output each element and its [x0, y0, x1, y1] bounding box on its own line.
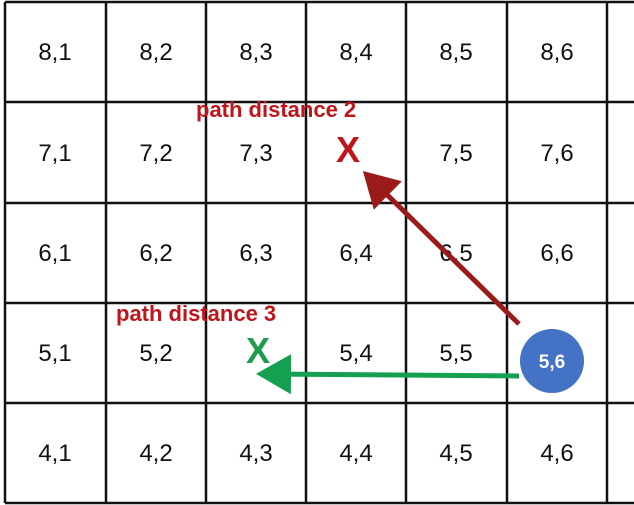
cell-label: 5,5 [439, 340, 472, 367]
cell-label: 4,5 [439, 440, 472, 467]
green-path-distance-label: path distance 3 [116, 301, 276, 326]
cell-label: 4,6 [540, 440, 573, 467]
origin-circle [520, 329, 584, 393]
cell-label: 6,6 [540, 240, 573, 267]
cell-label: 6,3 [239, 240, 272, 267]
cell-label: 6,4 [339, 240, 372, 267]
cell-labels: 8,1 8,2 8,3 8,4 8,5 8,6 7,1 7,2 7,3 7,5 … [38, 39, 573, 467]
grid-lines [3, 0, 634, 505]
cell-label: 5,1 [38, 340, 71, 367]
cell-label: 6,1 [38, 240, 71, 267]
green-target-x-mark: X [246, 330, 270, 371]
cell-label: 7,3 [239, 140, 272, 167]
cell-label: 4,4 [339, 440, 372, 467]
cell-label: 8,6 [540, 39, 573, 66]
red-path-distance-label: path distance 2 [196, 97, 356, 122]
cell-label: 5,2 [139, 340, 172, 367]
red-path-arrow [362, 171, 521, 326]
cell-label: 8,3 [239, 39, 272, 66]
green-path-arrow [256, 354, 520, 395]
cell-label: 7,1 [38, 140, 71, 167]
cell-label: 8,5 [439, 39, 472, 66]
cell-label: 8,2 [139, 39, 172, 66]
cell-label: 4,3 [239, 440, 272, 467]
cell-label: 7,5 [439, 140, 472, 167]
cell-label: 5,4 [339, 340, 372, 367]
cell-label: 7,2 [139, 140, 172, 167]
cell-label: 7,6 [540, 140, 573, 167]
cell-label: 4,1 [38, 440, 71, 467]
cell-label: 4,2 [139, 440, 172, 467]
cell-label: 8,1 [38, 39, 71, 66]
cell-label: 8,4 [339, 39, 372, 66]
origin-label: 5,6 [539, 352, 565, 373]
red-target-x-mark: X [336, 129, 360, 170]
cell-label: 6,2 [139, 240, 172, 267]
